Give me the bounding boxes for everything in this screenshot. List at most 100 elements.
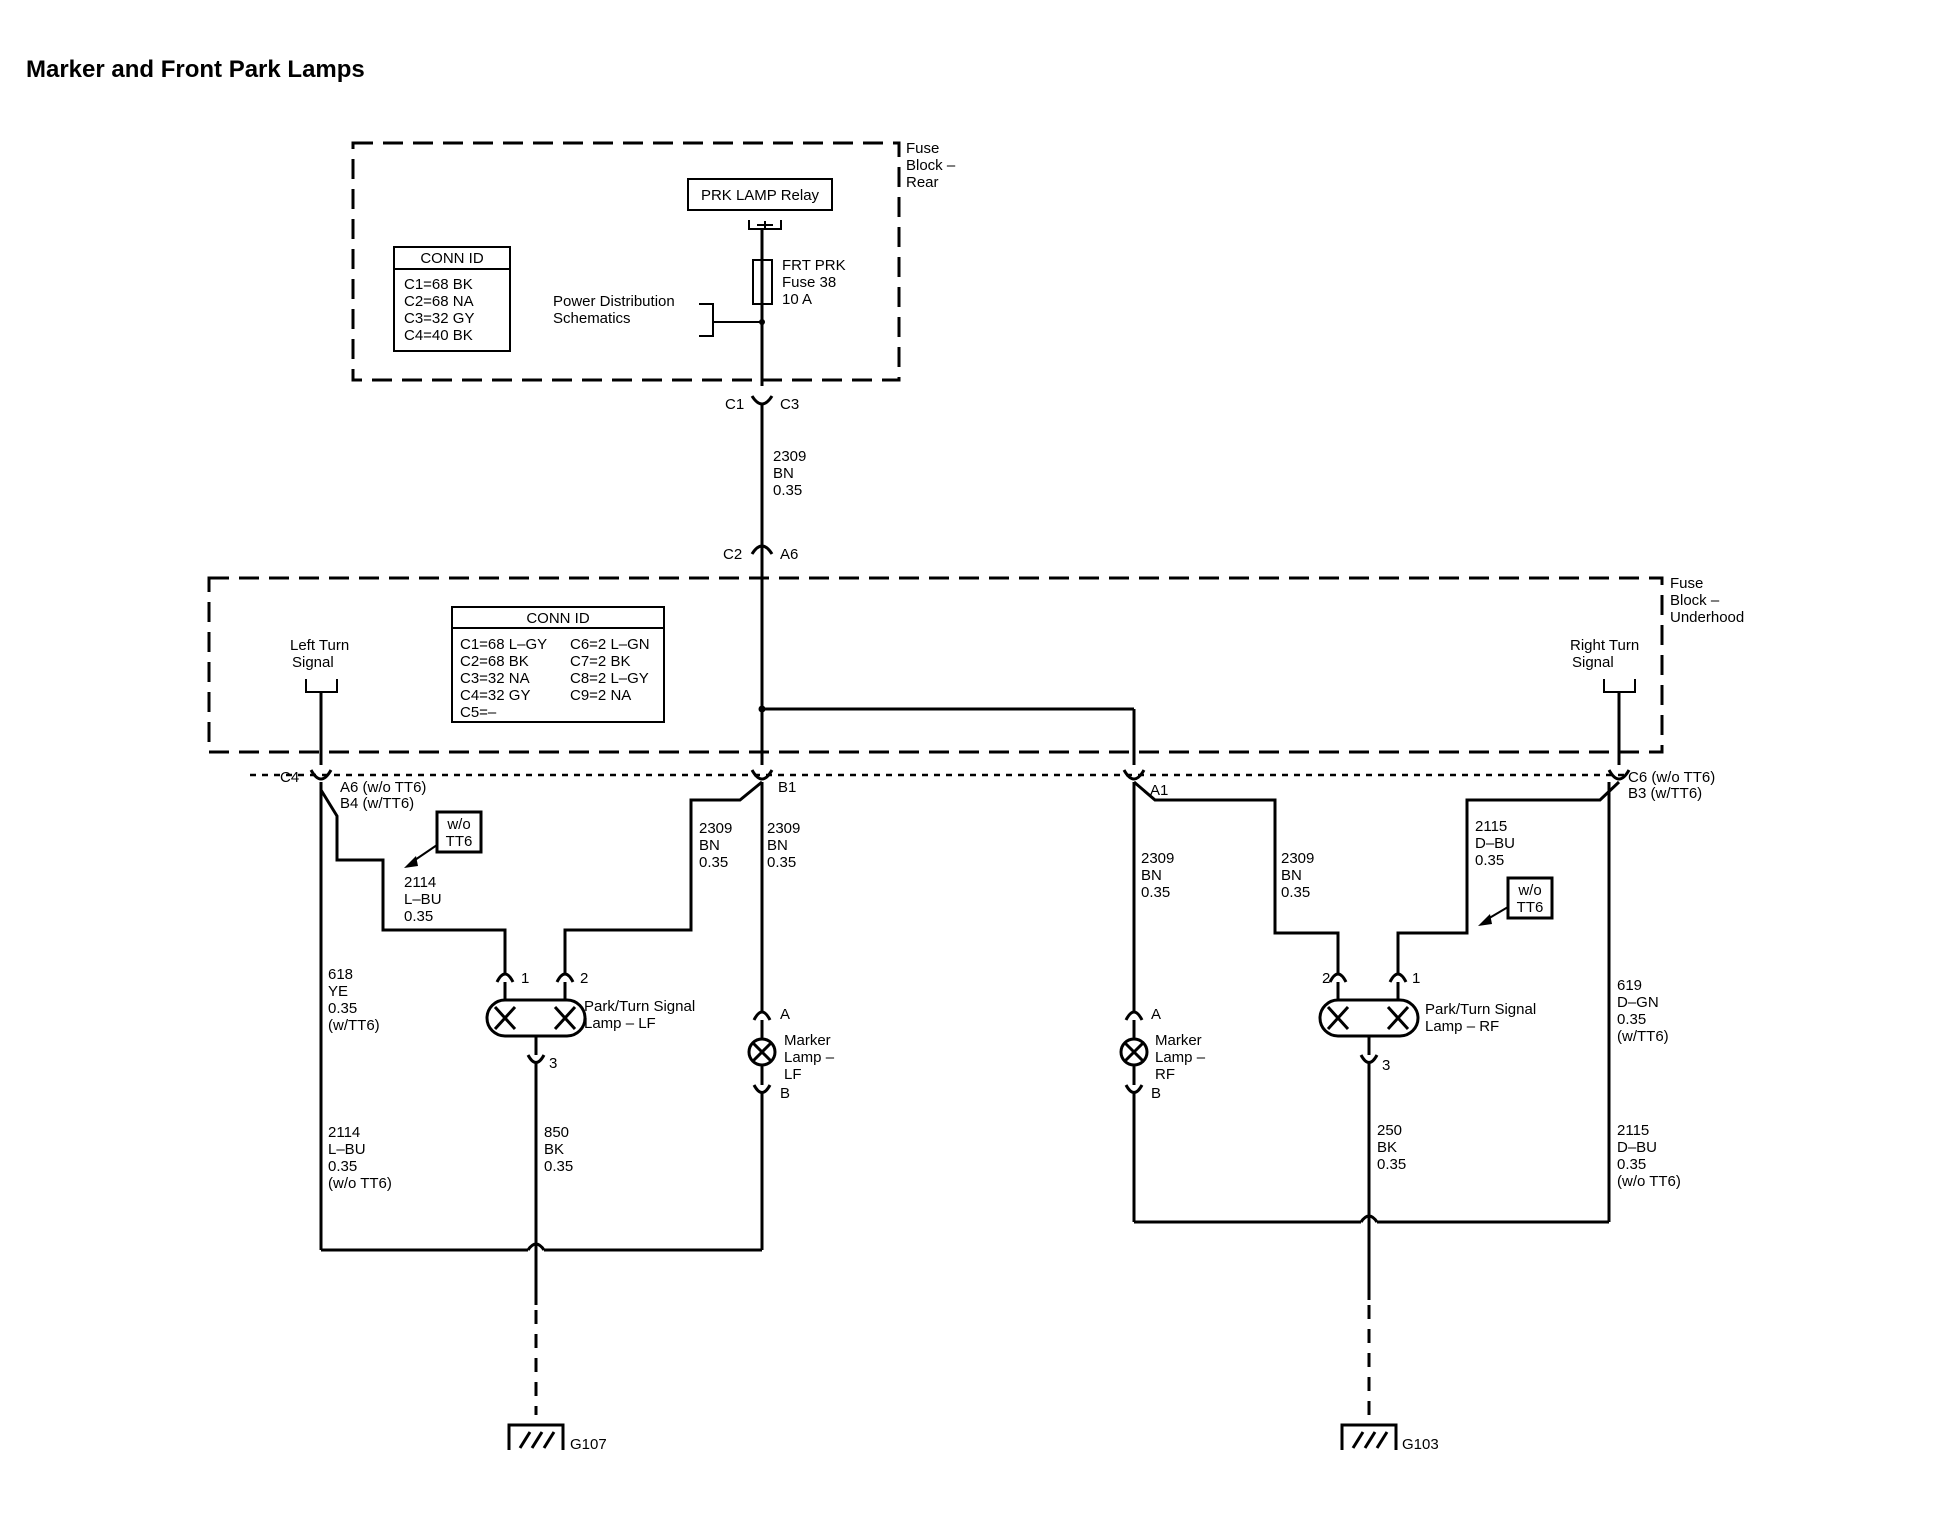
wire-label: 619	[1617, 977, 1642, 994]
fuse-label-2: Fuse 38	[782, 274, 836, 291]
left-turn-label-2: Signal	[292, 654, 334, 671]
ground-left-label: G107	[570, 1436, 607, 1453]
lamp-pin-2: 2	[1322, 970, 1330, 987]
diagram-title: Marker and Front Park Lamps	[26, 56, 365, 83]
option-box-left: w/o TT6	[404, 810, 483, 868]
option-box-label-2: TT6	[446, 833, 473, 850]
connector-c1-c3: C1 C3	[725, 395, 799, 413]
fuse-block-underhood-label-1: Fuse	[1670, 575, 1703, 592]
ground-g103: G103	[1340, 1423, 1439, 1453]
wire-label: 0.35	[544, 1158, 573, 1175]
conn-id-row: C4=40 BK	[404, 327, 473, 344]
right-circuit	[1132, 780, 1621, 1415]
wire-label: 2309	[1141, 850, 1174, 867]
marker-lamp-lf-label-2: Lamp –	[784, 1049, 835, 1066]
pin-c4: C4	[280, 769, 299, 786]
left-turn-signal: Left Turn Signal	[290, 637, 349, 693]
wire-label: 0.35	[328, 1000, 357, 1017]
conn-id-row: C4=32 GY	[460, 687, 530, 704]
fuse-block-underhood: Fuse Block – Underhood CONN ID C1=68 L–G…	[207, 556, 1744, 765]
pin-c6-label-1: C6 (w/o TT6)	[1628, 769, 1715, 786]
conn-id-row: C8=2 L–GY	[570, 670, 649, 687]
wire-label: 2115	[1475, 818, 1507, 835]
wire-label: 0.35	[1141, 884, 1170, 901]
wire-label: 2114	[328, 1124, 360, 1141]
wire-label: 0.35	[699, 854, 728, 871]
power-distribution-ref: Power Distribution Schematics	[553, 293, 765, 337]
wire-label: D–BU	[1475, 835, 1515, 852]
wire-label: 0.35	[1617, 1011, 1646, 1028]
lamp-pin-a: A	[780, 1006, 790, 1023]
option-box-label-1: w/o	[446, 816, 470, 833]
ground-right-label: G103	[1402, 1436, 1439, 1453]
marker-lamp-lf-label-3: LF	[784, 1066, 802, 1083]
wire-label: 0.35	[767, 854, 796, 871]
wire-label: 2309	[767, 820, 800, 837]
wire-label: BN	[1141, 867, 1162, 884]
wire-label: 0.35	[1281, 884, 1310, 901]
wire-label: D–GN	[1617, 994, 1659, 1011]
conn-id-row: C3=32 GY	[404, 310, 474, 327]
wire-label: 0.35	[328, 1158, 357, 1175]
connector-top-left: C1	[725, 396, 744, 413]
park-lamp-rf-label-2: Lamp – RF	[1425, 1018, 1499, 1035]
conn-id-row: C5=–	[460, 704, 497, 721]
wire-label: 2309	[1281, 850, 1314, 867]
marker-lamp-lf-label-1: Marker	[784, 1032, 831, 1049]
fuse-block-underhood-label-3: Underhood	[1670, 609, 1744, 626]
lamp-pin-a: A	[1151, 1006, 1161, 1023]
marker-lamp-rf-label-2: Lamp –	[1155, 1049, 1206, 1066]
fuse-label-1: FRT PRK	[782, 257, 846, 274]
wire-main-label-1: 2309	[773, 448, 806, 465]
lamp-pin-2: 2	[580, 970, 588, 987]
connector-mid-right: A6	[780, 546, 798, 563]
wire-label: 250	[1377, 1122, 1402, 1139]
fuse-block-rear-label-2: Block –	[906, 157, 956, 174]
wire-main-label-2: BN	[773, 465, 794, 482]
conn-id-row: C3=32 NA	[460, 670, 530, 687]
left-circuit	[319, 780, 764, 1415]
option-box-right: w/o TT6	[1478, 876, 1554, 926]
lamp-pin-b: B	[780, 1085, 790, 1102]
wire-label: BK	[1377, 1139, 1397, 1156]
conn-id-header: CONN ID	[420, 250, 484, 267]
wire-label: BN	[1281, 867, 1302, 884]
wire-label: 2114	[404, 874, 436, 891]
conn-id-row: C2=68 NA	[404, 293, 474, 310]
connector-c2-a6: C2 A6	[723, 544, 798, 563]
power-ref-label-1: Power Distribution	[553, 293, 675, 310]
pin-a6-label-2: B4 (w/TT6)	[340, 795, 414, 812]
wire-label: D–BU	[1617, 1139, 1657, 1156]
wire-label: 850	[544, 1124, 569, 1141]
wire-label: 2309	[699, 820, 732, 837]
lamp-pin-3: 3	[1382, 1057, 1390, 1074]
relay-label: PRK LAMP Relay	[701, 187, 820, 204]
marker-lamp-rf-label-1: Marker	[1155, 1032, 1202, 1049]
wire-label: 0.35	[1377, 1156, 1406, 1173]
wire-main-label-3: 0.35	[773, 482, 802, 499]
wire-label: 2115	[1617, 1122, 1649, 1139]
wire-label: (w/o TT6)	[328, 1175, 392, 1192]
pin-a6-label-1: A6 (w/o TT6)	[340, 779, 426, 796]
fuse-label-3: 10 A	[782, 291, 812, 308]
wire-label: 0.35	[1617, 1156, 1646, 1173]
option-box-label-2: TT6	[1517, 899, 1544, 916]
marker-lamp-rf-label-3: RF	[1155, 1066, 1175, 1083]
wire-label: BN	[699, 837, 720, 854]
park-turn-lamp-rf: 2 1 3 Park/Turn Signal Lamp – RF	[1318, 970, 1536, 1074]
marker-lamp-lf: A B Marker Lamp – LF	[747, 1006, 835, 1102]
prk-lamp-relay: PRK LAMP Relay	[687, 178, 833, 230]
wire-label: YE	[328, 983, 348, 1000]
fuse-block-rear-label-3: Rear	[906, 174, 939, 191]
wire-label: L–BU	[404, 891, 442, 908]
conn-id-row: C1=68 BK	[404, 276, 473, 293]
right-turn-signal: Right Turn Signal	[1570, 637, 1639, 693]
pin-b1: B1	[778, 779, 796, 796]
fuse-block-rear: Fuse Block – Rear CONN ID C1=68 BK C2=68…	[351, 140, 956, 386]
lamp-pin-1: 1	[521, 970, 529, 987]
conn-id-row: C6=2 L–GN	[570, 636, 650, 653]
conn-id-table-underhood: CONN ID C1=68 L–GY C2=68 BK C3=32 NA C4=…	[451, 606, 665, 723]
right-turn-label-2: Signal	[1572, 654, 1614, 671]
wire-label: (w/TT6)	[1617, 1028, 1669, 1045]
